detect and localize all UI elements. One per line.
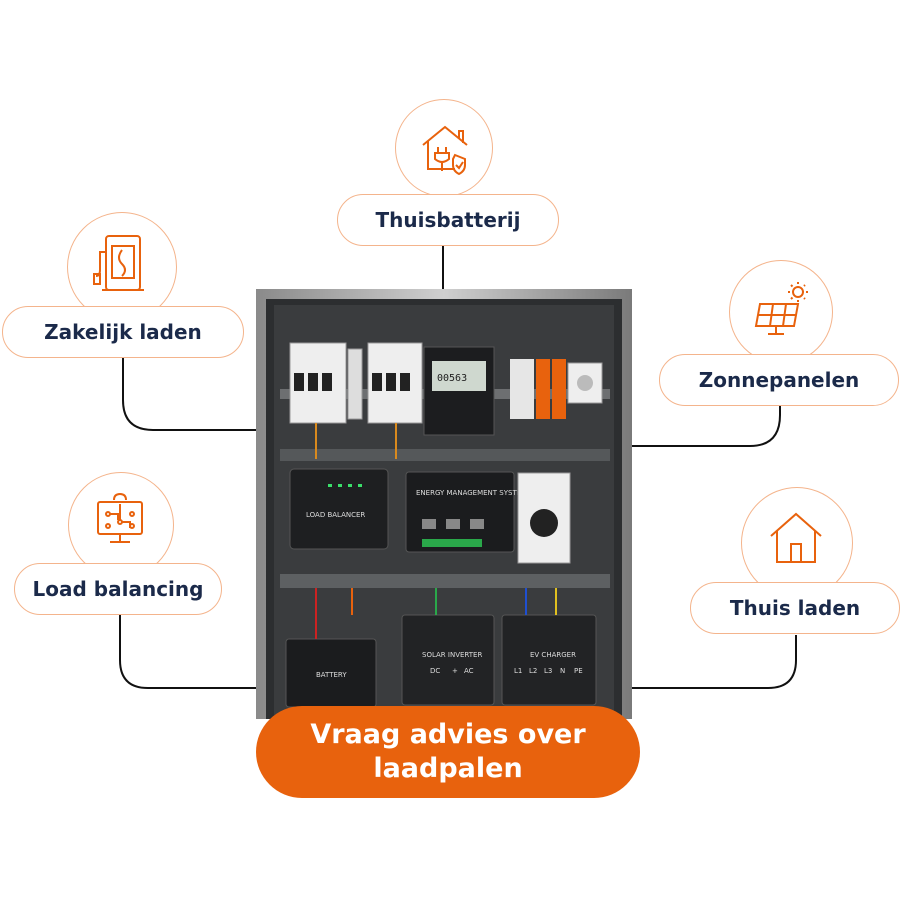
charger-terminal-l3: L3	[544, 667, 552, 675]
zonnepanelen-button[interactable]: Zonnepanelen	[659, 354, 899, 406]
electrical-cabinet: 00563 LOAD BALANCER ENERGY MANAGEMENT SY…	[256, 289, 632, 719]
meter-reading: 00563	[437, 373, 467, 384]
thuisbatterij-button[interactable]: Thuisbatterij	[337, 194, 559, 246]
inverter-terminal-dc: DC	[430, 667, 440, 675]
thuisbatterij-icon-circle	[395, 99, 493, 197]
charger-terminal-n: N	[560, 667, 565, 675]
zonnepanelen-label: Zonnepanelen	[698, 368, 860, 392]
load-balancing-label: Load balancing	[32, 577, 204, 601]
inverter-terminal-ac: AC	[464, 667, 474, 675]
battery-label: BATTERY	[316, 671, 347, 679]
solar-inverter-label: SOLAR INVERTER	[422, 651, 482, 659]
zakelijk-laden-icon-circle	[67, 212, 177, 322]
charging-station-icon	[93, 235, 144, 291]
advice-cta-label: Vraag advies over laadpalen	[310, 719, 586, 784]
charger-terminal-l1: L1	[514, 667, 522, 675]
zakelijk-laden-button[interactable]: Zakelijk laden	[2, 306, 244, 358]
house-plug-shield-icon	[422, 125, 468, 176]
monitor-network-icon	[97, 492, 143, 543]
load-balancer-label: LOAD BALANCER	[306, 511, 365, 519]
ems-label: ENERGY MANAGEMENT SYSTEM	[416, 489, 527, 497]
advice-cta-button[interactable]: Vraag advies over laadpalen	[256, 706, 640, 798]
ev-charger-label: EV CHARGER	[530, 651, 576, 659]
house-icon	[770, 512, 822, 563]
load-balancing-button[interactable]: Load balancing	[14, 563, 222, 615]
thuisbatterij-label: Thuisbatterij	[375, 208, 521, 232]
zakelijk-laden-label: Zakelijk laden	[44, 320, 202, 344]
load-balancing-icon-circle	[68, 472, 174, 578]
thuis-laden-label: Thuis laden	[729, 596, 861, 620]
thuis-laden-button[interactable]: Thuis laden	[690, 582, 900, 634]
inverter-terminal-plus: +	[452, 667, 458, 675]
solar-panel-sun-icon	[754, 282, 808, 335]
charger-terminal-l2: L2	[529, 667, 537, 675]
charger-terminal-pe: PE	[574, 667, 583, 675]
